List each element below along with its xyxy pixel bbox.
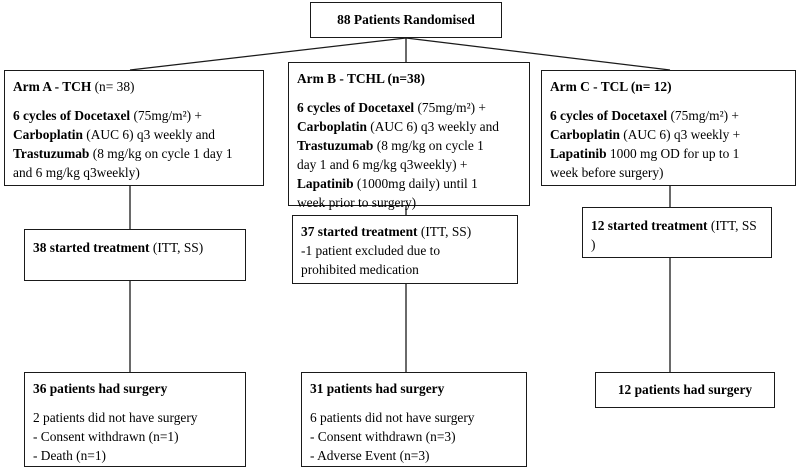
arm-c-started-population: (ITT, SS ) [591,218,757,252]
arm-a-no-surgery: 2 patients did not have surgery [33,410,198,425]
arm-a-n: (n= 38) [91,79,135,94]
arm-a-surgery-box: 36 patients had surgery 2 patients did n… [24,372,246,467]
arm-b-surgery-box: 31 patients had surgery 6 patients did n… [301,372,527,467]
arm-b-box: Arm B - TCHL (n=38) 6 cycles of Docetaxe… [288,62,530,210]
arm-c-title: Arm C - TCL [550,79,628,94]
randomised-box: 88 Patients Randomised [310,2,502,38]
regimen-line: week before surgery) [550,165,664,180]
arm-b-started-population: (ITT, SS) [417,224,472,239]
arm-a-started-count: 38 started treatment [33,240,150,255]
arm-b-no-surgery: 6 patients did not have surgery [310,410,475,425]
arm-a-started-box: 38 started treatment (ITT, SS) [24,229,246,281]
arm-a-reason: - Death (n=1) [33,448,106,463]
regimen-line: 6 cycles of Docetaxel (75mg/m²) + [13,108,202,123]
arm-c-regimen: 6 cycles of Docetaxel (75mg/m²) + Carbop… [550,106,787,182]
regimen-line: 6 cycles of Docetaxel (75mg/m²) + [550,108,739,123]
arm-c-box: Arm C - TCL (n= 12) 6 cycles of Docetaxe… [541,70,796,186]
arm-b-n: (n=38) [384,71,425,86]
regimen-line: Carboplatin (AUC 6) q3 weekly and [13,127,215,142]
regimen-line: Trastuzumab (8 mg/kg on cycle 1 [297,138,484,153]
arm-b-surgery-count: 31 patients had surgery [310,381,445,396]
arm-b-exclusion-line: prohibited medication [301,262,419,277]
regimen-line: Lapatinib (1000mg daily) until 1 [297,176,478,191]
regimen-line: and 6 mg/kg q3weekly) [13,165,140,180]
arm-b-title: Arm B - TCHL [297,71,385,86]
arm-a-started-population: (ITT, SS) [149,240,204,255]
arm-c-started-count: 12 started treatment [591,218,708,233]
regimen-line: Carboplatin (AUC 6) q3 weekly + [550,127,741,142]
arm-a-reason: - Consent withdrawn (n=1) [33,429,179,444]
arm-c-n: (n= 12) [627,79,672,94]
regimen-line: Trastuzumab (8 mg/kg on cycle 1 day 1 [13,146,233,161]
randomised-label: 88 Patients Randomised [337,12,475,27]
connector-top-to-arm-a [129,37,407,71]
arm-a-title: Arm A - TCH [13,79,92,94]
arm-a-surgery-count: 36 patients had surgery [33,381,168,396]
arm-a-box: Arm A - TCH (n= 38) 6 cycles of Docetaxe… [4,70,264,186]
regimen-line: day 1 and 6 mg/kg q3weekly) + [297,157,468,172]
regimen-line: Lapatinib 1000 mg OD for up to 1 [550,146,740,161]
arm-a-regimen: 6 cycles of Docetaxel (75mg/m²) + Carbop… [13,106,255,182]
arm-c-started-box: 12 started treatment (ITT, SS ) [582,207,772,258]
arm-b-reason: - Consent withdrawn (n=3) [310,429,456,444]
regimen-line: 6 cycles of Docetaxel (75mg/m²) + [297,100,486,115]
arm-c-surgery-count: 12 patients had surgery [617,382,753,397]
arm-b-exclusion-line: -1 patient excluded due to [301,243,441,258]
arm-b-reason: - Adverse Event (n=3) [310,448,430,463]
arm-c-surgery-box: 12 patients had surgery [595,372,775,408]
arm-b-started-count: 37 started treatment [301,224,418,239]
regimen-line: week prior to surgery) [297,195,417,210]
regimen-line: Carboplatin (AUC 6) q3 weekly and [297,119,499,134]
arm-b-regimen: 6 cycles of Docetaxel (75mg/m²) + Carbop… [297,98,521,212]
arm-b-started-box: 37 started treatment (ITT, SS) -1 patien… [292,215,518,284]
connector-top-to-arm-c [405,37,671,71]
